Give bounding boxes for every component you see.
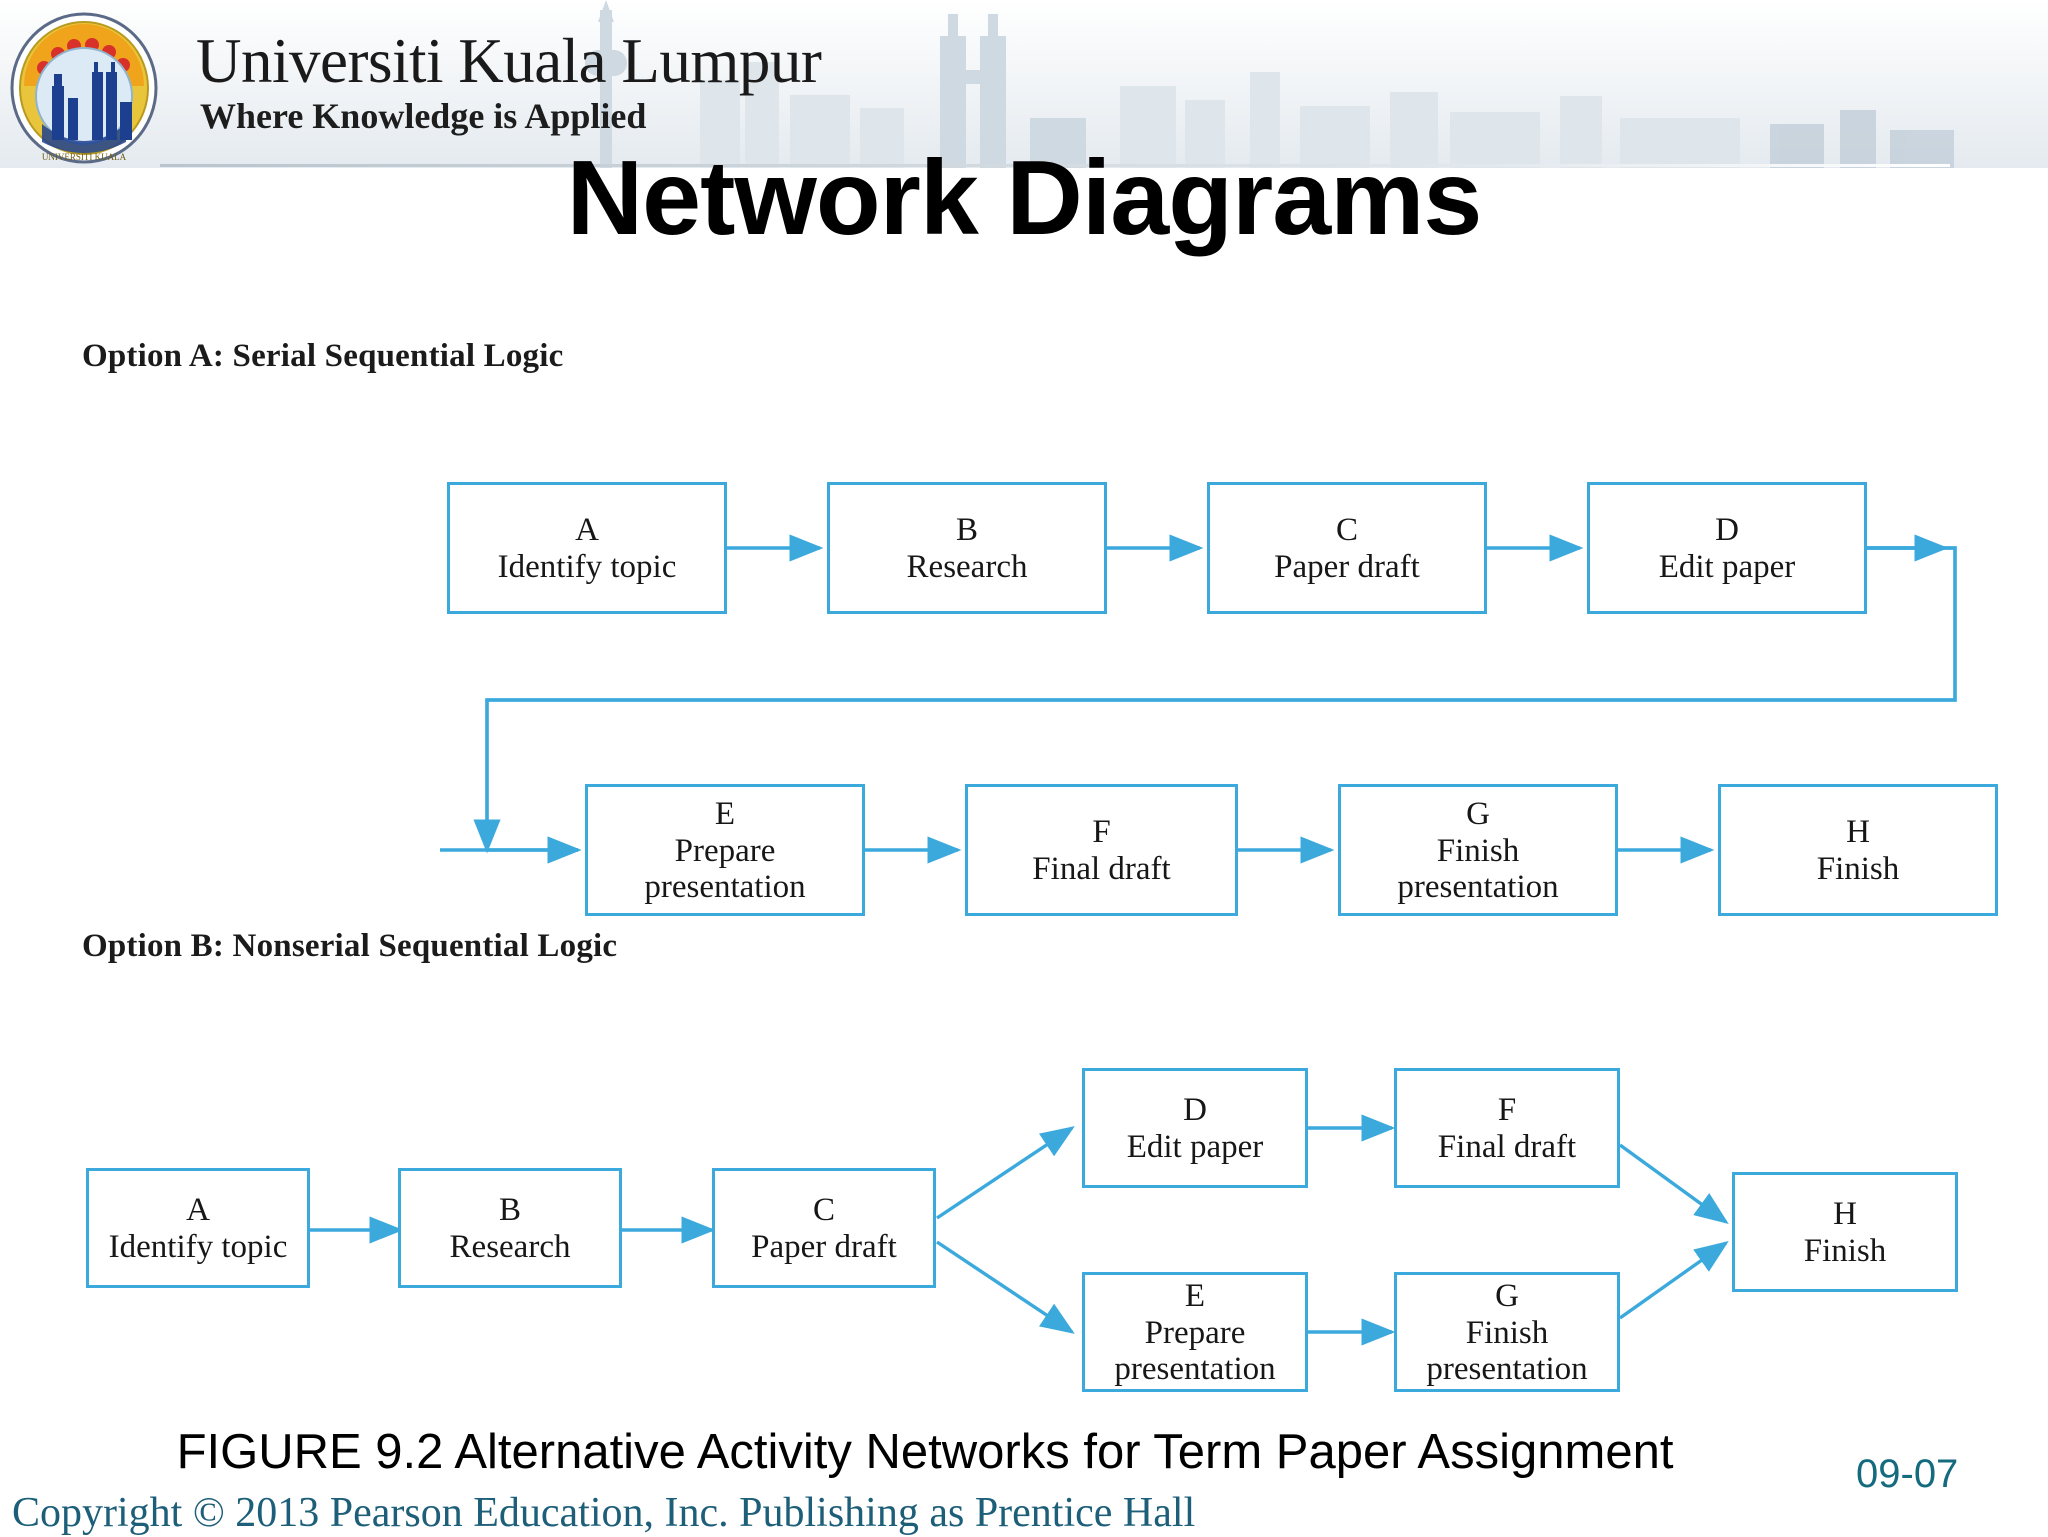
node-label: Identify topic bbox=[108, 1228, 288, 1265]
node-label: Final draft bbox=[1032, 850, 1171, 887]
node-id: H bbox=[1833, 1195, 1857, 1232]
node-e-option-b[interactable]: E Prepare presentation bbox=[1082, 1272, 1308, 1392]
connector-layer bbox=[310, 534, 1957, 1346]
university-tagline: Where Knowledge is Applied bbox=[200, 96, 647, 136]
option-a-heading: Option A: Serial Sequential Logic bbox=[82, 338, 564, 374]
header-divider bbox=[160, 164, 1950, 167]
node-id: H bbox=[1846, 813, 1870, 850]
node-label: Paper draft bbox=[1274, 548, 1420, 585]
node-id: G bbox=[1466, 795, 1490, 832]
node-id: D bbox=[1183, 1091, 1207, 1128]
university-seal-icon: UNIVERSITI KUALA bbox=[10, 12, 158, 164]
page-title: Network Diagrams bbox=[566, 139, 1483, 257]
city-skyline-icon bbox=[0, 0, 2048, 168]
node-label: Research bbox=[449, 1228, 571, 1265]
node-label: Edit paper bbox=[1658, 548, 1796, 585]
node-label: Edit paper bbox=[1126, 1128, 1264, 1165]
option-b-heading: Option B: Nonserial Sequential Logic bbox=[82, 928, 618, 964]
node-id: E bbox=[714, 795, 736, 832]
node-id: A bbox=[186, 1191, 210, 1228]
node-label: Finish bbox=[1803, 1232, 1887, 1269]
node-id: G bbox=[1495, 1277, 1519, 1314]
node-label: Identify topic bbox=[497, 548, 677, 585]
node-id: B bbox=[498, 1191, 521, 1228]
page-number: 09-07 bbox=[1856, 1452, 1959, 1496]
svg-text:UNIVERSITI KUALA: UNIVERSITI KUALA bbox=[42, 152, 127, 162]
node-b-option-a[interactable]: B Research bbox=[827, 482, 1107, 614]
node-d-option-b[interactable]: D Edit paper bbox=[1082, 1068, 1308, 1188]
university-name: Universiti Kuala Lumpur bbox=[196, 26, 822, 96]
node-label: Prepare presentation bbox=[1114, 1314, 1276, 1387]
node-id: A bbox=[575, 511, 599, 548]
node-label: Finish bbox=[1816, 850, 1900, 887]
node-h-option-b[interactable]: H Finish bbox=[1732, 1172, 1958, 1292]
node-id: C bbox=[812, 1191, 835, 1228]
node-id: C bbox=[1335, 511, 1358, 548]
node-label: Final draft bbox=[1437, 1128, 1577, 1165]
node-f-option-a[interactable]: F Final draft bbox=[965, 784, 1238, 916]
node-c-option-b[interactable]: C Paper draft bbox=[712, 1168, 936, 1288]
node-c-option-a[interactable]: C Paper draft bbox=[1207, 482, 1487, 614]
node-label: Research bbox=[906, 548, 1028, 585]
node-label: Prepare presentation bbox=[644, 832, 806, 905]
node-id: F bbox=[1092, 813, 1111, 850]
node-f-option-b[interactable]: F Final draft bbox=[1394, 1068, 1620, 1188]
node-id: D bbox=[1715, 511, 1739, 548]
node-label: Finish presentation bbox=[1426, 1314, 1588, 1387]
node-id: F bbox=[1497, 1091, 1517, 1128]
node-g-option-a[interactable]: G Finish presentation bbox=[1338, 784, 1618, 916]
copyright-notice: Copyright © 2013 Pearson Education, Inc.… bbox=[12, 1490, 1196, 1536]
node-id: B bbox=[955, 511, 978, 548]
node-h-option-a[interactable]: H Finish bbox=[1718, 784, 1998, 916]
figure-caption: FIGURE 9.2 Alternative Activity Networks… bbox=[176, 1425, 1674, 1479]
node-d-option-a[interactable]: D Edit paper bbox=[1587, 482, 1867, 614]
node-a-option-b[interactable]: A Identify topic bbox=[86, 1168, 310, 1288]
node-label: Finish presentation bbox=[1397, 832, 1559, 905]
slide-header: UNIVERSITI KUALA Universiti Kuala Lumpur… bbox=[0, 0, 2048, 168]
node-e-option-a[interactable]: E Prepare presentation bbox=[585, 784, 865, 916]
node-b-option-b[interactable]: B Research bbox=[398, 1168, 622, 1288]
figure-network-diagrams: Option A: Serial Sequential Logic bbox=[0, 300, 2048, 1420]
node-id: E bbox=[1184, 1277, 1206, 1314]
node-a-option-a[interactable]: A Identify topic bbox=[447, 482, 727, 614]
node-g-option-b[interactable]: G Finish presentation bbox=[1394, 1272, 1620, 1392]
node-label: Paper draft bbox=[751, 1228, 897, 1265]
